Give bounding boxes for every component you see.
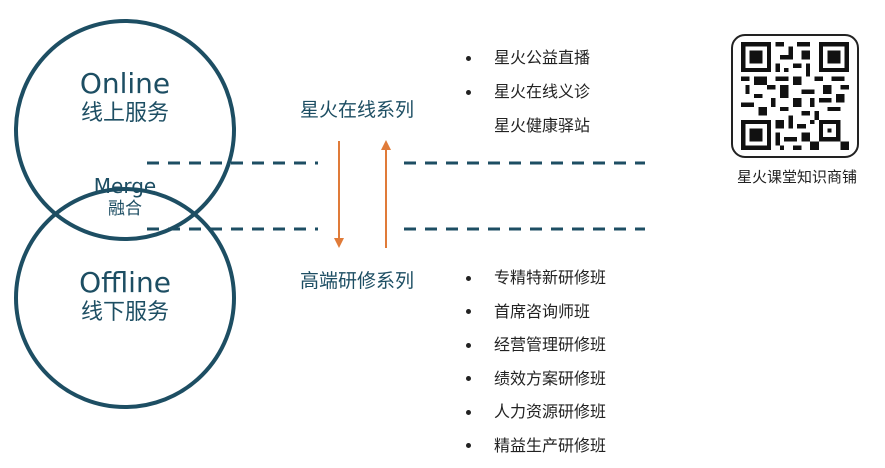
list-item: 星火在线义诊 <box>462 75 590 109</box>
offline-label-en: Offline <box>79 266 171 299</box>
online-circle <box>14 19 236 241</box>
qr-code-pattern <box>741 42 849 150</box>
down-arrow <box>334 141 344 248</box>
online-label-en: Online <box>79 67 171 100</box>
merge-label-zh: 融合 <box>108 199 142 219</box>
offline-series-title: 高端研修系列 <box>300 270 415 292</box>
qr-code[interactable] <box>731 34 859 158</box>
qr-caption: 星火课堂知识商铺 <box>736 168 857 186</box>
online-label: Online 线上服务 <box>55 68 195 128</box>
list-item: 绩效方案研修班 <box>462 362 606 396</box>
list-item: 精益生产研修班 <box>462 429 606 463</box>
online-series-title: 星火在线系列 <box>300 99 415 121</box>
offline-label: Offline 线下服务 <box>55 267 195 327</box>
list-item: 专精特新研修班 <box>462 261 606 295</box>
merge-label: Merge 融合 <box>70 174 180 220</box>
list-item: 首席咨询师班 <box>462 295 606 329</box>
up-arrow <box>381 140 391 248</box>
offline-circle <box>14 187 236 409</box>
list-item: 经营管理研修班 <box>462 328 606 362</box>
offline-series-list: 专精特新研修班 首席咨询师班 经营管理研修班 绩效方案研修班 人力资源研修班 精… <box>462 261 606 462</box>
offline-label-zh: 线下服务 <box>80 300 169 325</box>
merge-label-en: Merge <box>93 174 157 198</box>
list-item: 星火健康驿站 <box>494 116 591 135</box>
list-item: 星火公益直播 <box>462 41 590 75</box>
list-item: 人力资源研修班 <box>462 395 606 429</box>
online-series-list: 星火公益直播 星火在线义诊 星火健康驿站 <box>462 41 590 143</box>
online-label-zh: 线上服务 <box>80 101 169 126</box>
